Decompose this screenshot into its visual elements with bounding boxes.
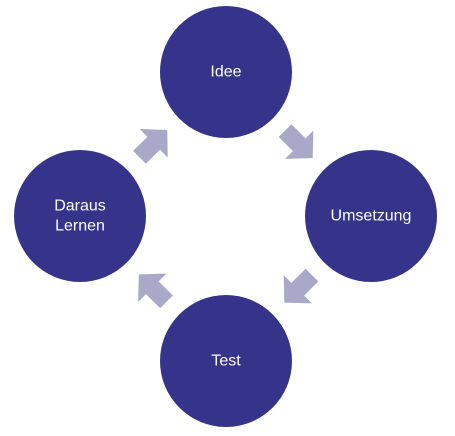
node-circle	[160, 6, 292, 138]
node-label: Daraus	[54, 198, 106, 215]
arrow-shape	[133, 129, 168, 164]
node-test: Test	[160, 295, 292, 427]
node-idee: Idee	[160, 6, 292, 138]
node-circle	[305, 150, 437, 282]
arrow-shape	[278, 124, 314, 159]
node-label: Idee	[210, 64, 241, 81]
node-umsetzung: Umsetzung	[305, 150, 437, 282]
node-circle	[160, 295, 292, 427]
arrow-umsetzung-to-test	[283, 268, 319, 304]
arrow-shape	[138, 273, 173, 309]
node-label: Umsetzung	[331, 208, 412, 225]
arrow-test-to-daraus-lernen	[138, 273, 173, 309]
node-label: Test	[211, 353, 241, 370]
node-circle	[14, 150, 146, 282]
arrow-idee-to-umsetzung	[278, 124, 314, 159]
arrow-shape	[283, 268, 319, 304]
arrows-layer	[133, 124, 319, 309]
node-label: Lernen	[55, 218, 105, 235]
arrow-daraus-lernen-to-idee	[133, 129, 168, 164]
